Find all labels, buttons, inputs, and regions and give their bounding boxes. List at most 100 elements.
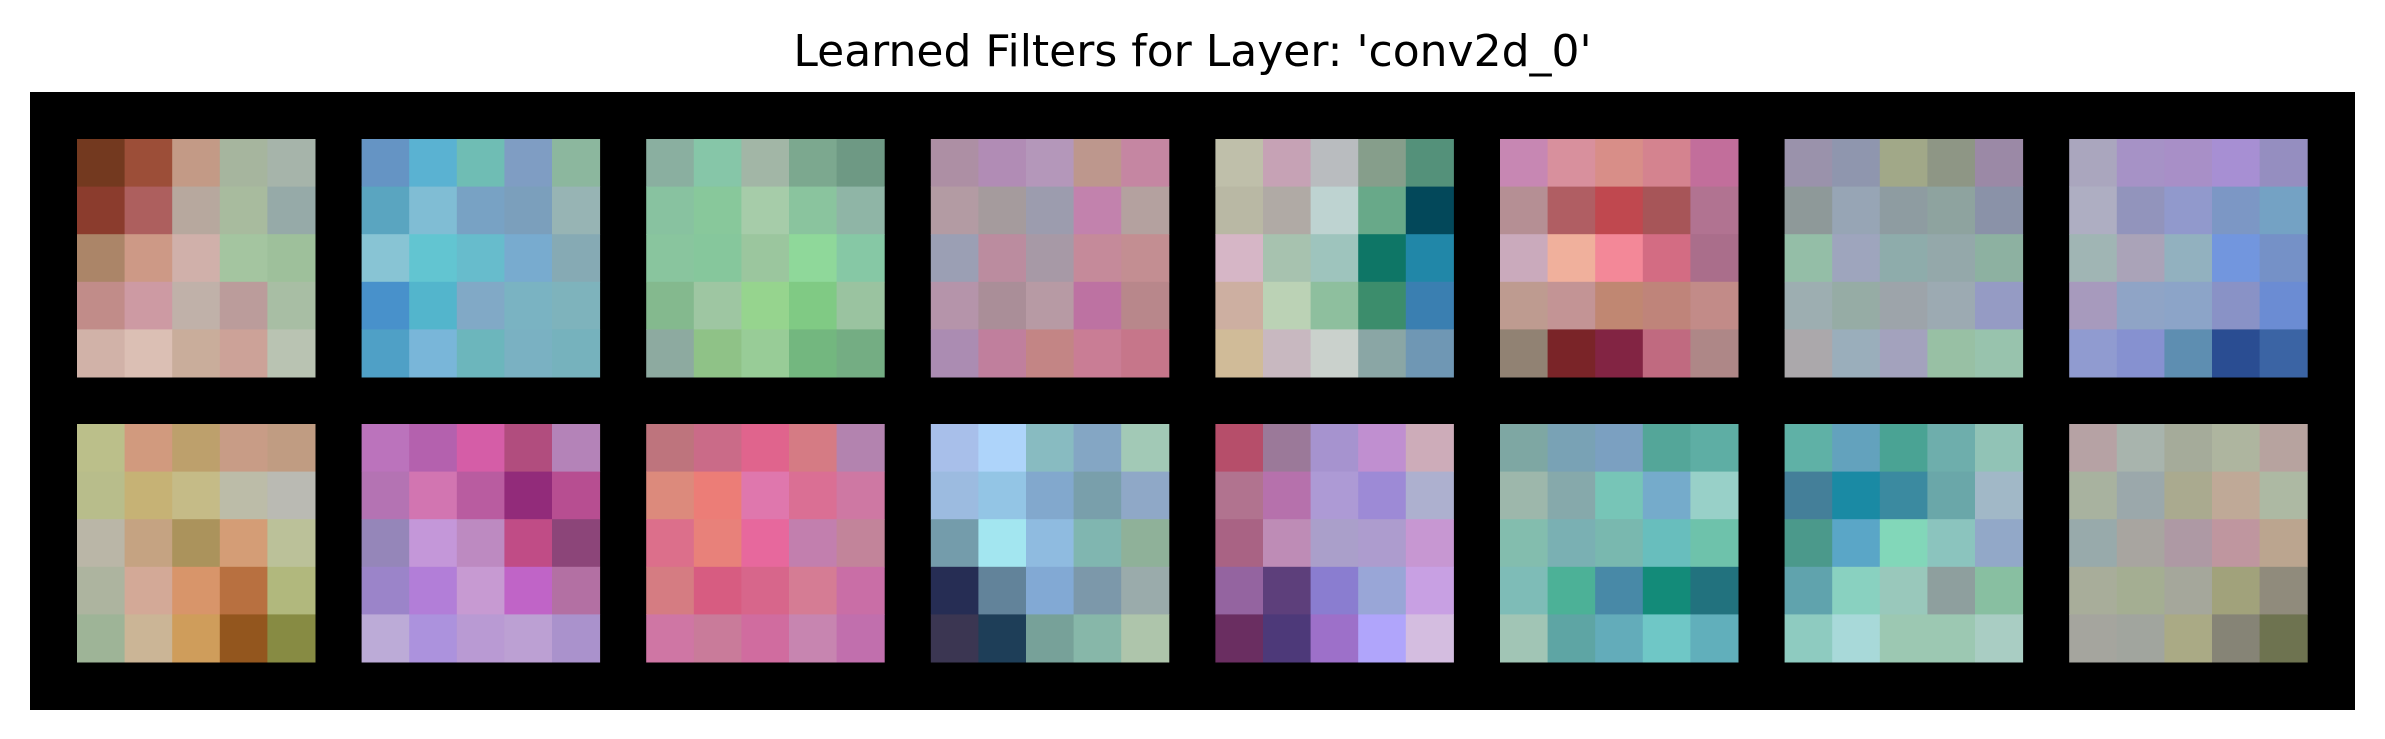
filter-cell (1500, 234, 1549, 283)
filter-cell (361, 566, 410, 615)
filter-cell (77, 424, 126, 473)
filter-cell (409, 186, 458, 235)
filter-cell (1975, 234, 2024, 283)
filter-cell (836, 471, 885, 520)
filter-cell (1975, 139, 2024, 188)
filter-3 (646, 139, 885, 378)
filter-cell (1263, 186, 1312, 235)
filter-cell (1547, 471, 1596, 520)
filter-cell (1215, 424, 1264, 473)
filter-cell (219, 186, 268, 235)
filter-cell (552, 424, 601, 473)
filter-cell (172, 614, 221, 663)
filter-cell (361, 329, 410, 378)
filter-cell (1927, 614, 1976, 663)
filter-cell (930, 186, 979, 235)
filter-cell (741, 234, 790, 283)
filter-cell (646, 566, 695, 615)
filter-cell (267, 186, 316, 235)
filter-cell (978, 234, 1027, 283)
filter-cell (1073, 281, 1122, 330)
filter-cell (1026, 234, 1075, 283)
filter-cell (172, 519, 221, 568)
filter-cell (1358, 281, 1407, 330)
filter-cell (1310, 471, 1359, 520)
filter-cell (978, 186, 1027, 235)
filter-cell (2069, 471, 2118, 520)
filter-cell (124, 614, 173, 663)
filter-cell (456, 186, 505, 235)
filter-cell (1547, 281, 1596, 330)
filter-cell (504, 566, 553, 615)
filter-cell (1784, 566, 1833, 615)
filter-cell (1784, 424, 1833, 473)
filter-cell (1263, 519, 1312, 568)
filter-cell (1975, 186, 2024, 235)
filter-cell (552, 471, 601, 520)
filter-cell (1642, 234, 1691, 283)
filter-cell (77, 234, 126, 283)
filter-cell (267, 614, 316, 663)
filter-cell (77, 329, 126, 378)
filter-cell (1358, 186, 1407, 235)
filter-cell (1215, 471, 1264, 520)
filter-cell (409, 519, 458, 568)
filter-cell (1690, 329, 1739, 378)
filter-7 (1784, 139, 2024, 378)
filter-cell (2164, 139, 2213, 188)
filter-cell (741, 186, 790, 235)
filter-cell (1784, 471, 1833, 520)
filter-cell (2116, 424, 2165, 473)
filter-cell (1263, 424, 1312, 473)
filter-cell (1595, 614, 1644, 663)
filter-cell (1784, 519, 1833, 568)
filter-cell (361, 424, 410, 473)
filter-cell (1784, 186, 1833, 235)
filter-10 (361, 424, 601, 663)
filter-cell (504, 329, 553, 378)
filter-cell (1500, 281, 1549, 330)
filter-cell (361, 234, 410, 283)
filter-cell (2212, 186, 2261, 235)
filter-cell (1547, 519, 1596, 568)
filter-cell (2116, 139, 2165, 188)
filter-cell (172, 281, 221, 330)
filter-cell (552, 519, 601, 568)
filter-cell (1642, 471, 1691, 520)
filter-cell (2164, 281, 2213, 330)
filter-cell (1879, 139, 1928, 188)
filter-cell (504, 471, 553, 520)
filter-cell (77, 471, 126, 520)
filter-cell (2259, 471, 2308, 520)
filter-cell (646, 329, 695, 378)
filter-cell (978, 614, 1027, 663)
filter-cell (267, 424, 316, 473)
filter-cell (1832, 186, 1881, 235)
filter-cell (1642, 614, 1691, 663)
filter-cell (1642, 566, 1691, 615)
filter-cell (646, 139, 695, 188)
filter-cell (930, 566, 979, 615)
filter-cell (124, 566, 173, 615)
filter-cell (504, 139, 553, 188)
filter-cell (789, 471, 838, 520)
filter-cell (1026, 614, 1075, 663)
filter-cell (1784, 281, 1833, 330)
filter-cell (77, 139, 126, 188)
filter-cell (2212, 329, 2261, 378)
filter-cell (1975, 519, 2024, 568)
filter-cell (456, 614, 505, 663)
filter-cell (2164, 614, 2213, 663)
filter-cell (646, 471, 695, 520)
filter-cell (552, 281, 601, 330)
filter-cell (1500, 329, 1549, 378)
filter-cell (219, 471, 268, 520)
filter-cell (1832, 566, 1881, 615)
filter-cell (693, 234, 742, 283)
filter-cell (1405, 471, 1454, 520)
filter-cell (2069, 186, 2118, 235)
filter-cell (1879, 519, 1928, 568)
filter-cell (1073, 566, 1122, 615)
filter-cell (1595, 424, 1644, 473)
filter-cell (1310, 329, 1359, 378)
